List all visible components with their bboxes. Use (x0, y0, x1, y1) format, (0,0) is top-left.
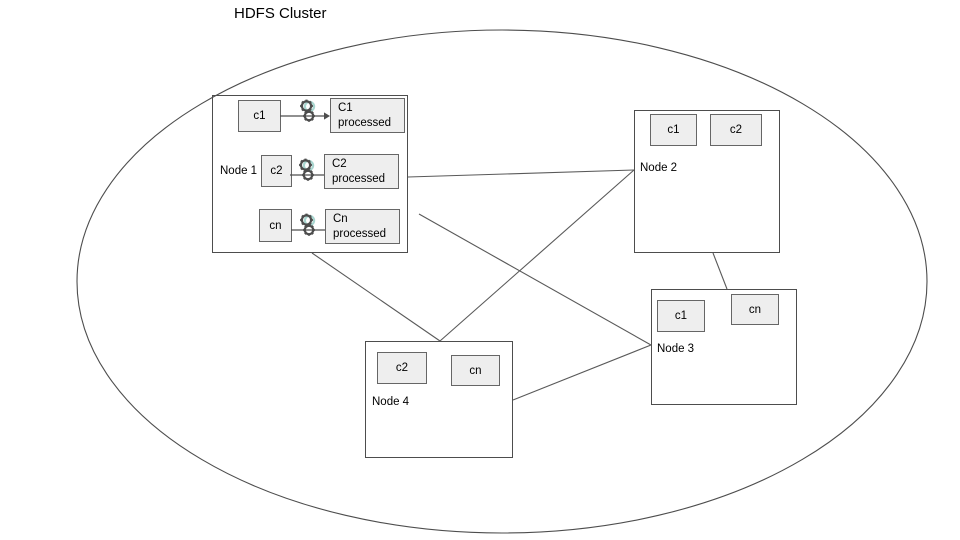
node-2-label: Node 2 (640, 162, 678, 174)
node-4-label: Node 4 (372, 396, 410, 408)
node-4-chunk-c2[interactable]: c2 (377, 352, 427, 384)
node-1-output-cn-line1: Cn (333, 212, 348, 225)
node-3-chunk-c1[interactable]: c1 (657, 300, 705, 332)
connection-node1-node4 (311, 252, 441, 342)
node-2-chunk-c1[interactable]: c1 (650, 114, 697, 146)
node-1-output-c1-line2: processed (338, 116, 392, 129)
node-3-chunk-cn[interactable]: cn (731, 294, 779, 325)
node-1-output-c2[interactable]: C2 processed (324, 154, 399, 189)
node-1-output-c2-line2: processed (332, 172, 386, 185)
node-1-output-cn[interactable]: Cn processed (325, 209, 400, 244)
node-4-chunk-cn[interactable]: cn (451, 355, 500, 386)
node-1-output-c1[interactable]: C1 processed (330, 98, 405, 133)
node-1[interactable] (212, 95, 408, 253)
connection-node1-node2 (407, 169, 635, 178)
node-1-input-cn[interactable]: cn (259, 209, 292, 242)
node-1-output-cn-line2: processed (333, 227, 387, 240)
node-1-output-c1-line1: C1 (338, 101, 353, 114)
connection-node1-node3 (418, 213, 652, 346)
node-3-label: Node 3 (657, 343, 695, 355)
connection-node4-node2 (439, 169, 635, 342)
node-3[interactable] (651, 289, 797, 405)
node-1-output-c2-line1: C2 (332, 157, 347, 170)
node-2-chunk-c2[interactable]: c2 (710, 114, 762, 146)
connection-node2-node3 (712, 252, 728, 290)
node-1-input-c2[interactable]: c2 (261, 155, 292, 187)
diagram-title: HDFS Cluster (234, 5, 327, 22)
node-1-input-c1[interactable]: c1 (238, 100, 281, 132)
hdfs-cluster-ellipse (76, 29, 928, 534)
arrow-right-icon (280, 112, 330, 120)
node-4[interactable] (365, 341, 513, 458)
node-1-label: Node 1 (220, 165, 258, 177)
node-2[interactable] (634, 110, 780, 253)
connection-node4-node3 (512, 344, 652, 401)
